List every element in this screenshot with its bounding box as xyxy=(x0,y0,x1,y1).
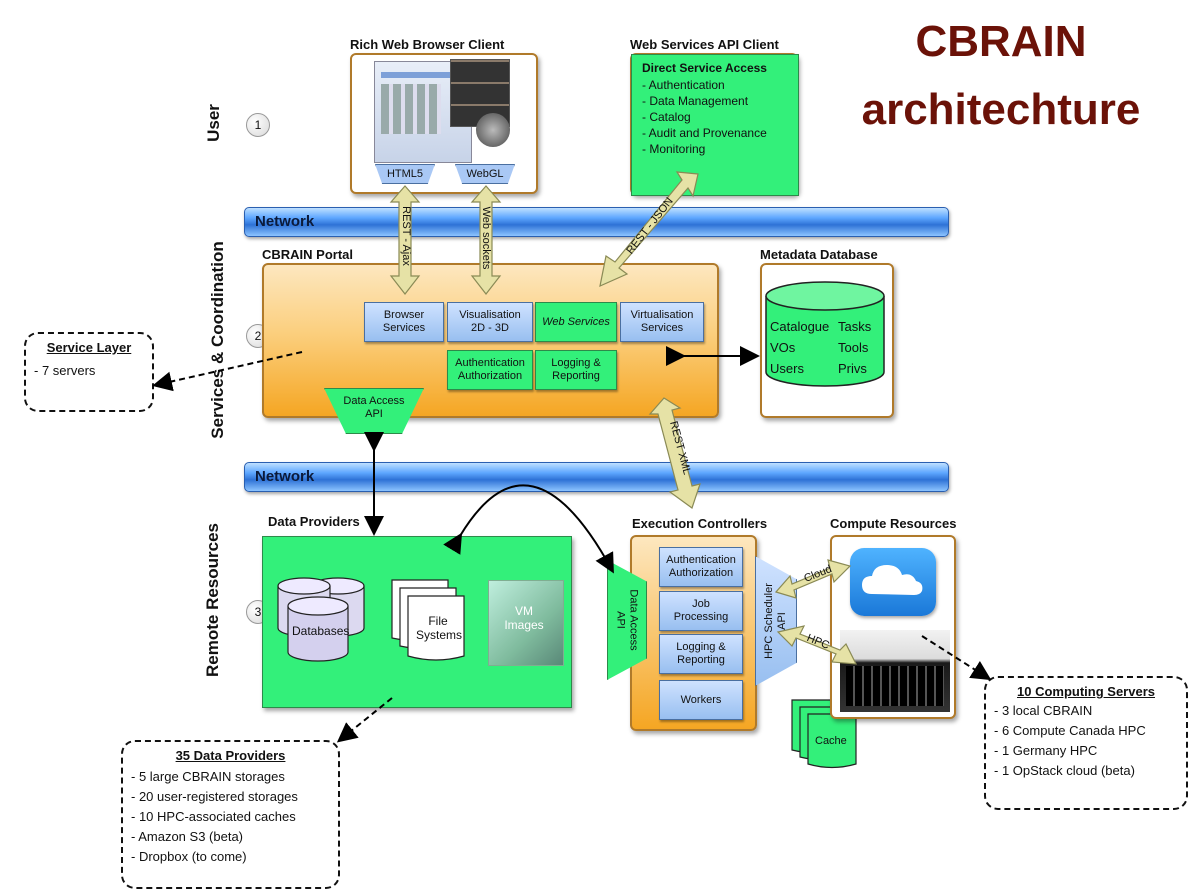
cache-label: Cache xyxy=(815,735,847,747)
computing-servers-callout-title: 10 Computing Servers xyxy=(1017,684,1155,699)
ws-client-item: - Catalog xyxy=(642,110,691,124)
web-services-box: Web Services xyxy=(535,302,617,342)
computing-servers-callout-item: - 6 Compute Canada HPC xyxy=(994,723,1146,738)
data-providers-callout-item: - 10 HPC-associated caches xyxy=(131,809,296,824)
metadata-cylinder xyxy=(765,281,885,387)
service-layer-item: - 7 servers xyxy=(34,363,96,378)
data-providers-callout-item: - Amazon S3 (beta) xyxy=(131,829,243,844)
title-line-2: architechture xyxy=(861,85,1141,134)
data-providers-title: Data Providers xyxy=(268,514,360,529)
ws-client-item: - Monitoring xyxy=(642,142,706,156)
network-bar-top: Network xyxy=(244,207,949,237)
file-systems-icon xyxy=(391,579,465,661)
service-layer-title: Service Layer xyxy=(46,340,132,355)
data-providers-callout-item: - Dropbox (to come) xyxy=(131,849,247,864)
metadata-right-item: Tools xyxy=(838,340,869,355)
computing-servers-callout-item: - 1 OpStack cloud (beta) xyxy=(994,763,1135,778)
databases-label: Databases xyxy=(292,624,350,638)
ws-client-item: - Audit and Provenance xyxy=(642,126,767,140)
service-layer-callout: Service Layer - 7 servers xyxy=(24,332,154,412)
databases-icon xyxy=(277,577,365,662)
ws-client-inner: Direct Service Access - Authentication -… xyxy=(631,54,799,196)
ws-client-item: - Data Management xyxy=(642,94,749,108)
layer-label-remote: Remote Resources xyxy=(203,522,222,677)
html5-tag: HTML5 xyxy=(375,164,435,184)
metadata-entries-right: Tasks Tools Privs xyxy=(838,316,871,379)
compute-title: Compute Resources xyxy=(830,516,957,531)
cloud-icon xyxy=(850,548,936,616)
ws-client-title: Web Services API Client xyxy=(630,37,779,52)
data-providers-callout-item: - 5 large CBRAIN storages xyxy=(131,769,285,784)
rich-client-title: Rich Web Browser Client xyxy=(350,37,505,52)
network-bar-bottom: Network xyxy=(244,462,949,492)
layer-label-user: User xyxy=(204,104,223,142)
vm-images-icon xyxy=(488,580,564,666)
ws-client-panel: Direct Service Access - Authentication -… xyxy=(630,53,799,196)
label-web-sockets: Web sockets xyxy=(480,206,492,270)
data-providers-callout-title: 35 Data Providers xyxy=(175,748,286,763)
title-line-1: CBRAIN xyxy=(915,17,1087,66)
metadata-right-item: Tasks xyxy=(838,319,872,334)
brain-3d-image xyxy=(476,113,510,147)
layer-label-services: Services & Coordination xyxy=(208,241,227,439)
data-providers-callout: 35 Data Providers - 5 large CBRAIN stora… xyxy=(121,740,340,889)
exec-workers-box: Workers xyxy=(659,680,743,720)
layer-number-1: 1 xyxy=(246,113,270,137)
hpc-cluster-image xyxy=(840,630,950,712)
computing-servers-callout-item: - 3 local CBRAIN xyxy=(994,703,1093,718)
layer-number-3: 3 xyxy=(246,600,270,624)
exec-title: Execution Controllers xyxy=(632,516,768,531)
label-rest-ajax: REST - Ajax xyxy=(400,206,412,266)
ws-client-item: - Authentication xyxy=(642,78,725,92)
metadata-left-item: Users xyxy=(770,361,804,376)
metadata-entries: Catalogue VOs Users xyxy=(770,316,829,379)
portal-title: CBRAIN Portal xyxy=(262,247,354,262)
diagram-title: CBRAIN architechture xyxy=(826,4,1176,148)
metadata-right-item: Privs xyxy=(838,361,867,376)
portal-logging-box: Logging &Reporting xyxy=(535,350,617,390)
exec-logging-box: Logging &Reporting xyxy=(659,634,743,674)
ws-client-heading: Direct Service Access xyxy=(642,61,767,75)
metadata-left-item: Catalogue xyxy=(770,319,830,334)
cache-icon xyxy=(791,699,857,769)
data-providers-callout-item: - 20 user-registered storages xyxy=(131,789,298,804)
metadata-title: Metadata Database xyxy=(760,247,878,262)
webgl-tag: WebGL xyxy=(455,164,515,184)
network-label: Network xyxy=(255,213,315,230)
metadata-left-item: VOs xyxy=(770,340,796,355)
network-label: Network xyxy=(255,468,315,485)
computing-servers-callout: 10 Computing Servers - 3 local CBRAIN - … xyxy=(984,676,1188,810)
computing-servers-callout-item: - 1 Germany HPC xyxy=(994,743,1098,758)
